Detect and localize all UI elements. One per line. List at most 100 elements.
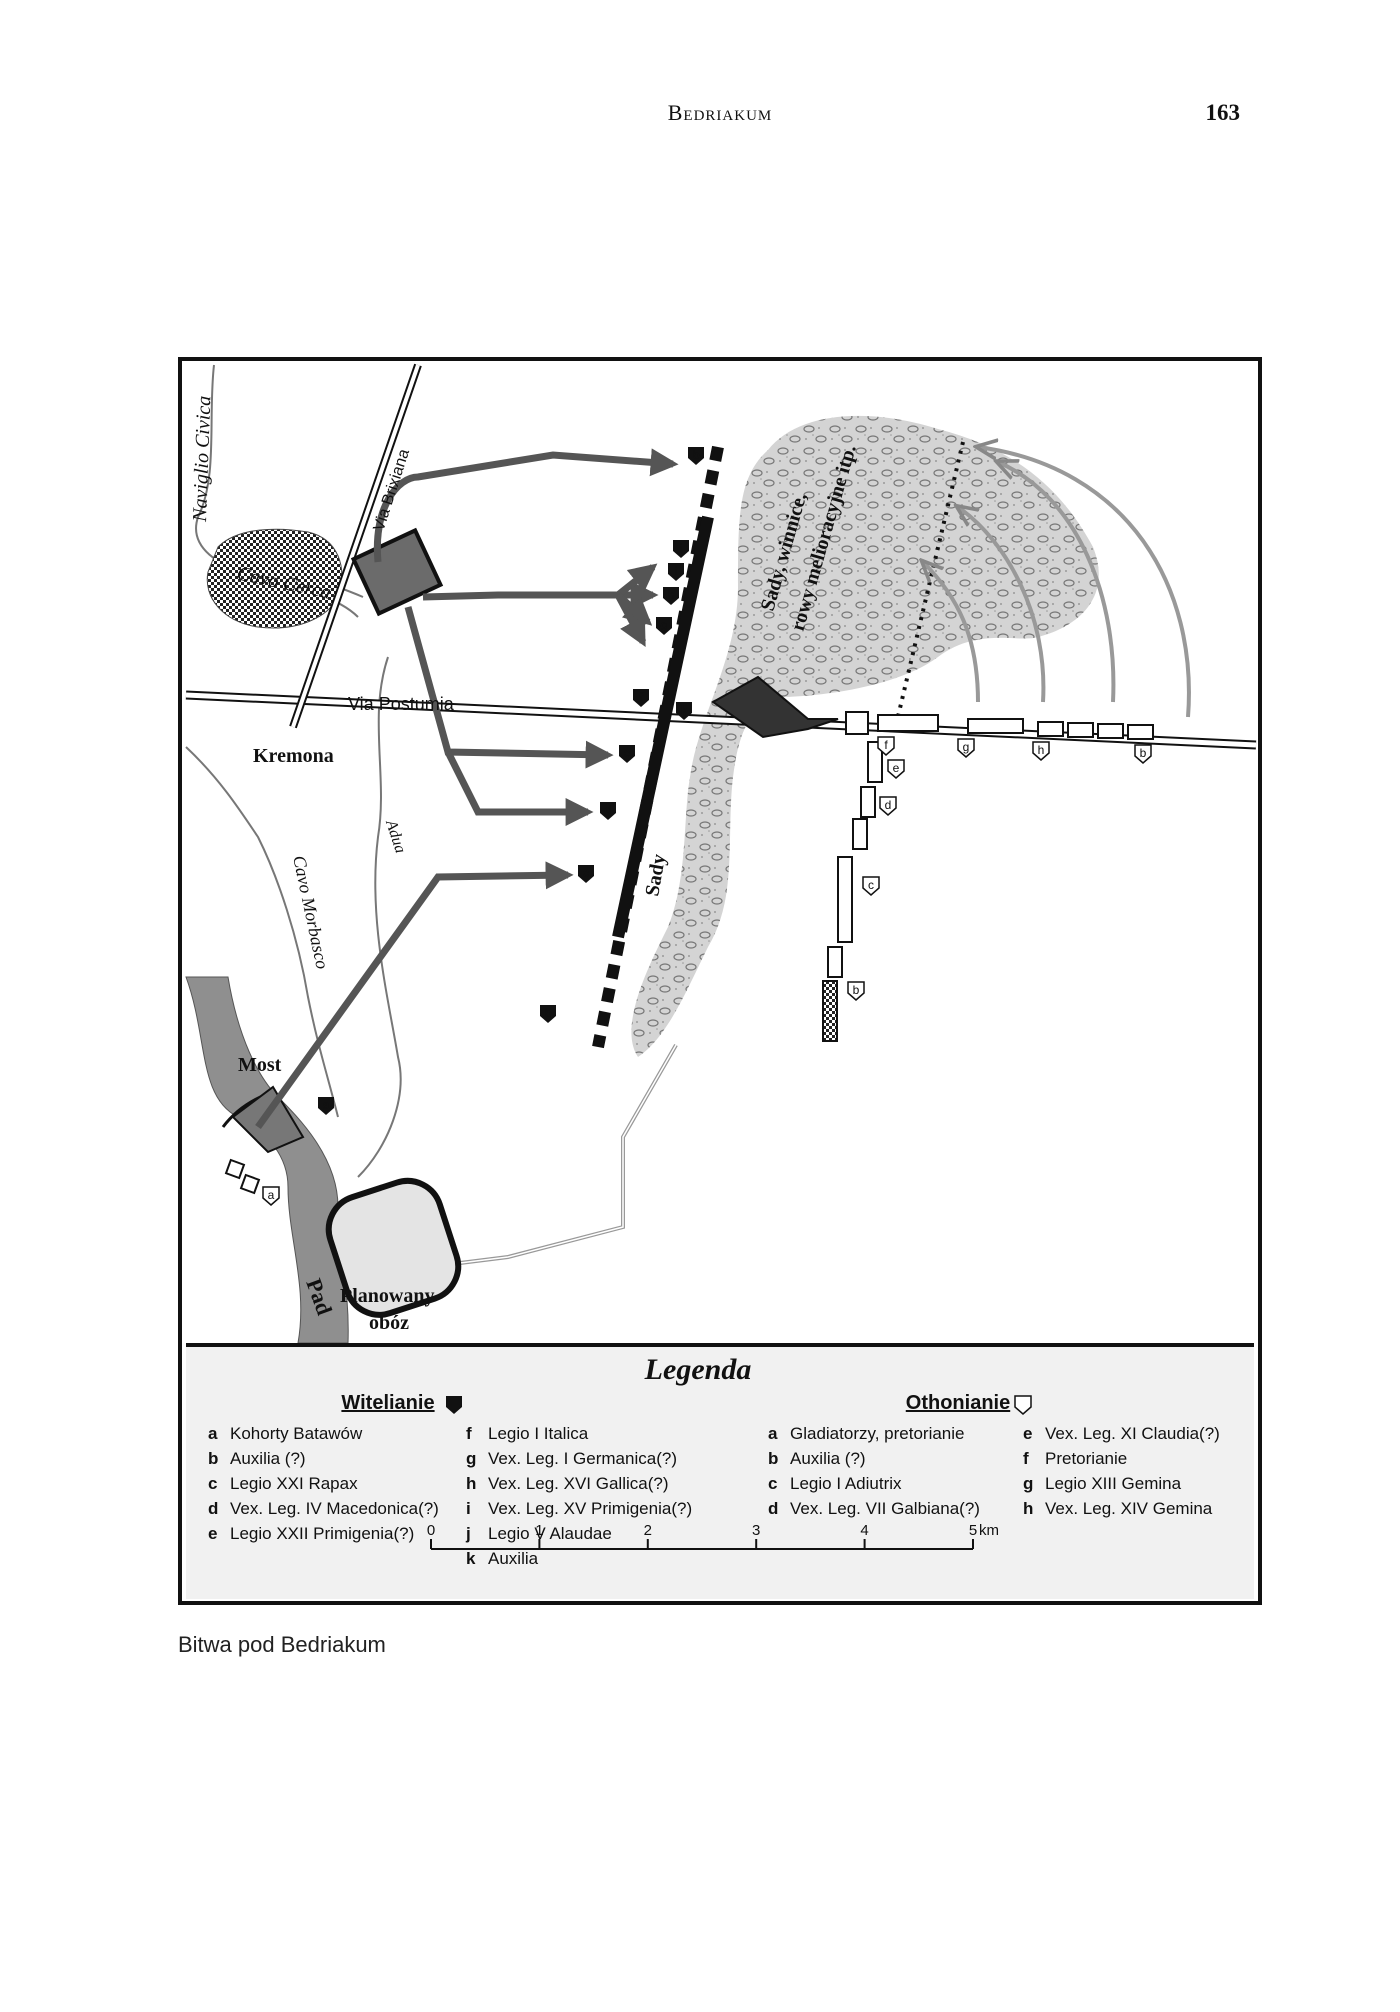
planned-camp <box>325 1177 462 1318</box>
unit-marker-oth-f: f <box>877 736 895 756</box>
legend-entry-vitellians_col2-0: Legio I Italica <box>488 1424 589 1443</box>
svg-text:f: f <box>884 738 888 752</box>
legend-key-othonians_col2-3: h <box>1023 1499 1033 1518</box>
svg-text:f: f <box>639 690 644 704</box>
flank-arrow-1 <box>923 562 980 703</box>
othonian-column-road <box>845 711 1154 740</box>
svg-text:a: a <box>323 1098 330 1112</box>
road-via-brixiana <box>291 364 420 728</box>
unit-marker-vit-i: i <box>668 563 684 581</box>
legend-entry-vitellians_col2-1: Vex. Leg. I Germanica(?) <box>488 1449 677 1468</box>
svg-text:c: c <box>583 866 590 880</box>
othonian-shield-icon <box>1014 1395 1032 1415</box>
legend-key-vitellians_col2-5: k <box>466 1549 476 1568</box>
orchard-area <box>631 415 1099 1057</box>
legend-key-vitellians_col2-1: g <box>466 1449 476 1468</box>
bridge-most <box>231 1085 305 1154</box>
legend-entry-vitellians_col1-1: Auxilia (?) <box>230 1449 306 1468</box>
othonian-main-arrow <box>711 675 839 739</box>
legend-entry-othonians_col2-3: Vex. Leg. XIV Gemina <box>1045 1499 1213 1518</box>
label-oboz-2: obóz <box>369 1312 409 1334</box>
legend-entry-othonians_col1-2: Legio I Adiutrix <box>790 1474 902 1493</box>
legend-key-vitellians_col1-4: e <box>208 1524 217 1543</box>
unit-marker-oth-d: d <box>879 796 897 816</box>
legend-entry-vitellians_col1-0: Kohorty Batawów <box>230 1424 363 1443</box>
svg-text:d: d <box>885 798 892 812</box>
unit-marker-vit-e: e <box>619 745 635 763</box>
legend-entry-othonians_col1-0: Gladiatorzy, pretorianie <box>790 1424 965 1443</box>
battle-map-figure: Naviglio Civica Via Brixiana Cavo Cerca … <box>178 357 1262 1605</box>
unit-marker-vit-b-bottom: b <box>540 1005 556 1023</box>
scale-label-5: 5 <box>969 1522 977 1539</box>
legend-entry-othonians_col2-0: Vex. Leg. XI Claudia(?) <box>1045 1424 1220 1443</box>
unit-marker-vit-f: f <box>633 689 649 707</box>
othonian-markers: f g h b e d c b a <box>262 736 1152 1206</box>
arrow-to-c <box>255 861 574 1130</box>
scale-label-0: 0 <box>427 1522 435 1539</box>
stream-cavo-morbasco <box>185 746 339 1118</box>
legend-key-othonians_col1-2: c <box>768 1474 777 1493</box>
label-most: Most <box>238 1054 282 1076</box>
svg-text:h: h <box>1038 743 1045 757</box>
unit-marker-oth-c: c <box>862 876 880 896</box>
legend-key-othonians_col1-1: b <box>768 1449 778 1468</box>
svg-text:b: b <box>853 983 860 997</box>
legend-entry-vitellians_col2-2: Vex. Leg. XVI Gallica(?) <box>488 1474 668 1493</box>
unit-marker-vit-j: j <box>673 540 689 558</box>
legend-key-vitellians_col1-3: d <box>208 1499 218 1518</box>
legend-key-othonians_col2-2: g <box>1023 1474 1033 1493</box>
arrow-to-b-top <box>373 448 679 563</box>
legend-entry-vitellians_col2-5: Auxilia <box>488 1549 539 1568</box>
scale-label-2: 2 <box>644 1522 652 1539</box>
unit-marker-oth-a: a <box>262 1186 280 1206</box>
unit-marker-oth-h: h <box>1032 741 1050 761</box>
legend-entry-vitellians_col1-4: Legio XXII Primigenia(?) <box>230 1524 414 1543</box>
figure-caption: Bitwa pod Bedriakum <box>178 1632 386 1657</box>
flank-arrow-2 <box>958 507 1046 703</box>
legend-rows: a Kohorty Batawów b Auxilia (?) c Legio XXI R… <box>208 1424 1220 1568</box>
arrow-to-i <box>422 581 659 609</box>
svg-text:g: g <box>963 740 970 754</box>
legend-entry-vitellians_col1-3: Vex. Leg. IV Macedonica(?) <box>230 1499 439 1518</box>
unit-marker-vit-a: a <box>318 1097 334 1115</box>
label-oboz-1: Planowany <box>340 1285 434 1307</box>
svg-text:b: b <box>544 1006 551 1020</box>
legend-entry-vitellians_col2-3: Vex. Leg. XV Primigenia(?) <box>488 1499 692 1518</box>
legend-entry-othonians_col1-3: Vex. Leg. VII Galbiana(?) <box>790 1499 980 1518</box>
stream-adua <box>357 656 402 1178</box>
legend-title: Legenda <box>644 1353 752 1386</box>
unit-marker-oth-g: g <box>957 738 975 758</box>
svg-text:b: b <box>692 448 699 462</box>
svg-text:i: i <box>674 564 677 578</box>
arrow-to-j <box>615 563 658 598</box>
unit-marker-vit-h: h <box>663 587 679 605</box>
legend-key-othonians_col1-0: a <box>768 1424 778 1443</box>
unit-marker-vit-d: d <box>600 802 616 820</box>
legend-entry-vitellians_col2-4: Legio V Alaudae <box>488 1524 612 1543</box>
label-naviglio: Naviglio Civica <box>189 395 215 523</box>
svg-text:e: e <box>624 746 631 760</box>
arrow-to-d <box>444 750 594 826</box>
arrow-to-g <box>614 593 647 647</box>
legend-entry-othonians_col2-1: Pretorianie <box>1045 1449 1127 1468</box>
svg-text:j: j <box>678 541 682 555</box>
legend-othonians-title: Othonianie <box>906 1392 1010 1414</box>
legend-entry-vitellians_col1-2: Legio XXI Rapax <box>230 1474 358 1493</box>
svg-text:c: c <box>868 878 874 892</box>
unit-marker-vit-b-top: b <box>688 447 704 465</box>
unit-marker-oth-b-col: b <box>847 981 865 1001</box>
scale-unit: km <box>979 1522 999 1539</box>
legend-key-vitellians_col2-2: h <box>466 1474 476 1493</box>
unit-marker-vit-k: k <box>676 702 692 720</box>
legend-key-othonians_col2-1: f <box>1023 1449 1029 1468</box>
svg-text:k: k <box>681 703 688 717</box>
svg-text:e: e <box>893 761 900 775</box>
legend-key-othonians_col1-3: d <box>768 1499 778 1518</box>
battle-map: Naviglio Civica Via Brixiana Cavo Cerca … <box>178 357 1262 1605</box>
legend-vitellians-title: Witelianie <box>341 1392 434 1414</box>
othonian-dotted-front <box>894 441 965 726</box>
svg-text:g: g <box>660 618 667 632</box>
svg-text:h: h <box>667 588 674 602</box>
